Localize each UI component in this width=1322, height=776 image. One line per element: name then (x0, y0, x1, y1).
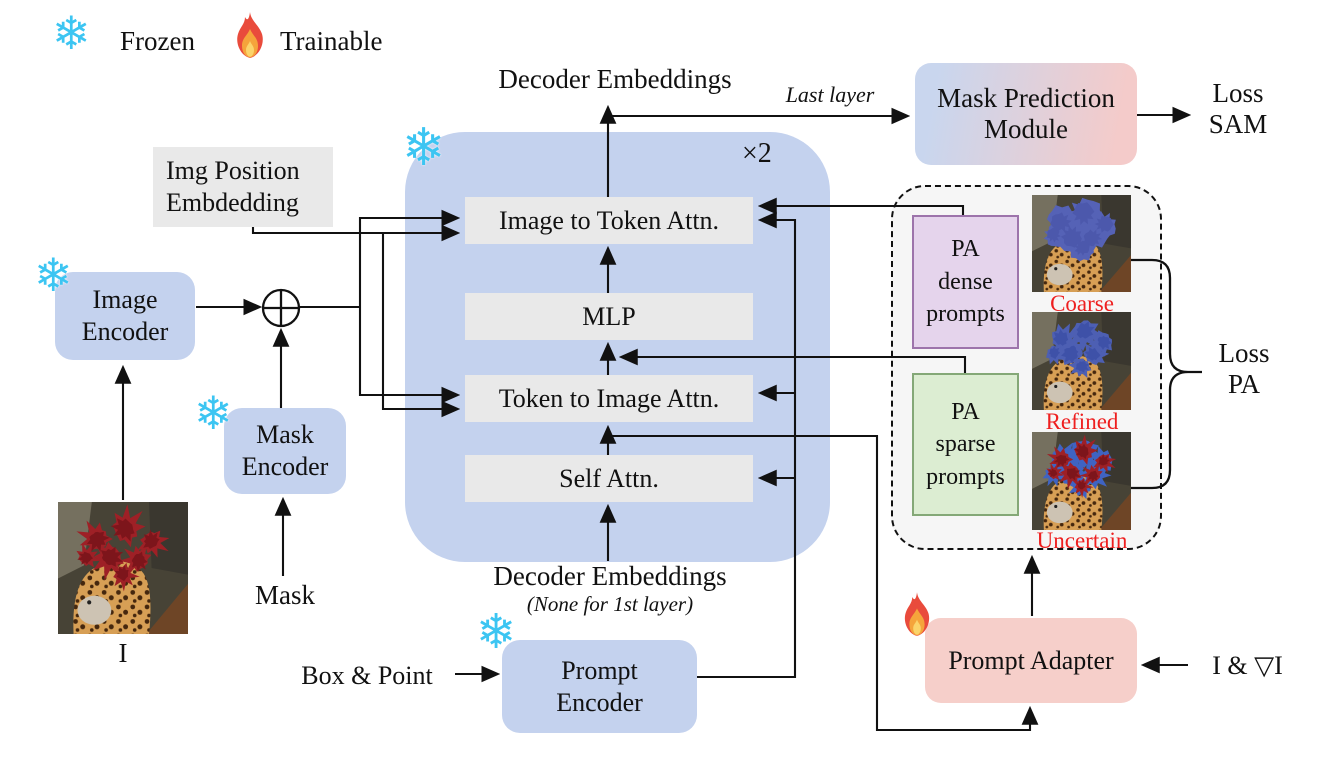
fire-icon (898, 590, 936, 640)
pa-dense-prompts-box: PA dense prompts (912, 215, 1019, 349)
input-image-label: I (118, 638, 128, 668)
self-attn-box: Self Attn. (465, 455, 753, 502)
token-to-image-attn-box: Token to Image Attn. (465, 375, 753, 422)
input-gradient-label: I & ▽I (1212, 651, 1283, 680)
box-and-point-label: Box & Point (301, 661, 433, 690)
snowflake-icon: ❄ (402, 118, 446, 178)
snowflake-icon: ❄ (194, 386, 233, 440)
coarse-label: Coarse (1050, 291, 1114, 316)
snowflake-icon: ❄ (34, 248, 73, 302)
snowflake-icon: ❄ (476, 604, 517, 660)
coarse-mask-image (1032, 195, 1131, 292)
refined-mask-image (1032, 312, 1131, 410)
legend-trainable-label: Trainable (280, 26, 383, 56)
legend-frozen-label: Frozen (120, 26, 195, 56)
times-two-label: ×2 (742, 138, 772, 169)
image-encoder-box: Image Encoder (55, 272, 195, 360)
prompt-adapter-box: Prompt Adapter (925, 618, 1137, 703)
uncertain-label: Uncertain (1036, 528, 1128, 553)
image-to-token-attn-box: Image to Token Attn. (465, 197, 753, 244)
snowflake-icon: ❄ (52, 6, 91, 60)
prompt-encoder-box: Prompt Encoder (502, 640, 697, 733)
pa-sparse-prompts-box: PA sparse prompts (912, 373, 1019, 516)
decoder-embeddings-bottom-label: Decoder Embeddings (493, 561, 727, 591)
mask-encoder-box: Mask Encoder (224, 408, 346, 494)
img-position-embedding-box: Img Position Embdedding (153, 147, 333, 227)
loss-sam-label: Loss SAM (1208, 78, 1268, 140)
decoder-embeddings-top-label: Decoder Embeddings (498, 64, 732, 94)
input-image (58, 502, 188, 634)
uncertain-mask-image (1032, 432, 1131, 530)
fire-icon (230, 10, 270, 62)
mlp-box: MLP (465, 293, 753, 340)
mask-prediction-module-box: Mask Prediction Module (915, 63, 1137, 165)
refined-label: Refined (1045, 409, 1119, 434)
loss-pa-label: Loss PA (1218, 338, 1270, 400)
add-operator-icon (261, 288, 301, 328)
mask-label: Mask (255, 580, 315, 610)
last-layer-label: Last layer (785, 82, 875, 107)
